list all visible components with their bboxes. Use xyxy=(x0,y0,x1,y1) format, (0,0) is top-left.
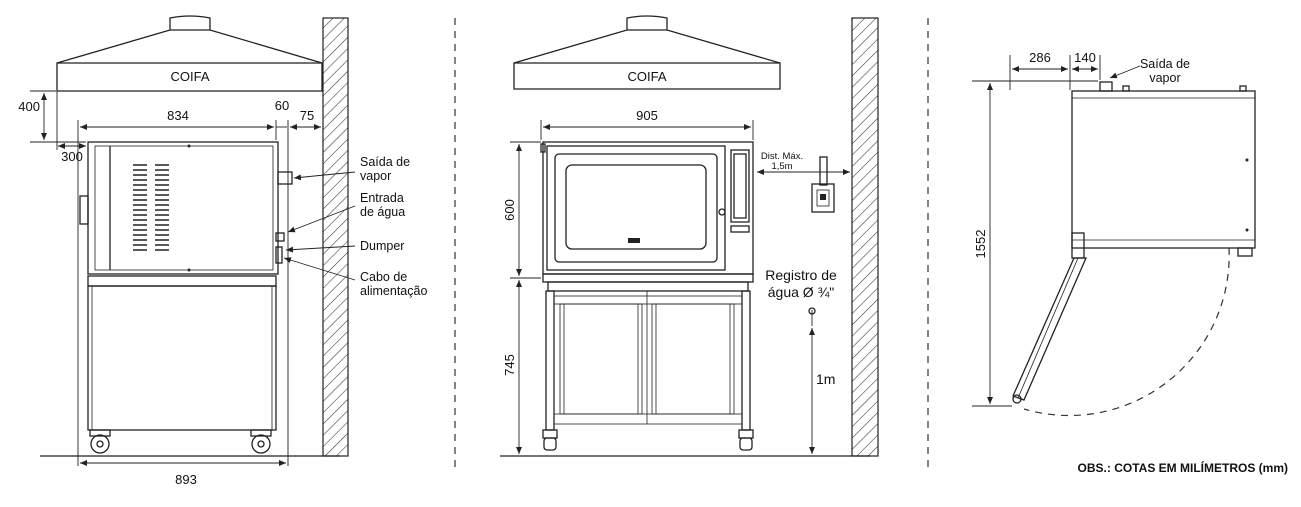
side-callouts: Saída de vapor Entrada de água Dumper Ca… xyxy=(283,155,427,298)
dim-600: 600 xyxy=(502,199,517,221)
dim-905: 905 xyxy=(636,108,658,123)
dim-140: 140 xyxy=(1074,50,1096,65)
stand-front xyxy=(542,281,754,451)
side-view: COIFA xyxy=(18,15,427,487)
casters-side xyxy=(89,429,272,454)
label-steam-exit-top-1: Saída de xyxy=(1140,57,1190,71)
hood-side: COIFA xyxy=(56,15,323,92)
label-water-valve-2: água Ø ¾" xyxy=(768,284,834,300)
units-note: OBS.: COTAS EM MILÍMETROS (mm) xyxy=(1078,460,1288,475)
label-max-dist-1: Dist. Máx. xyxy=(761,151,803,162)
label-steam-exit-top-2: vapor xyxy=(1149,71,1180,85)
hood-label-front: COIFA xyxy=(627,69,666,84)
label-water-inlet-1: Entrada xyxy=(360,191,404,205)
label-power-cable-2: alimentação xyxy=(360,284,427,298)
dim-286: 286 xyxy=(1029,50,1051,65)
side-dimensions: 400 300 834 60 75 893 xyxy=(18,90,321,487)
front-dimensions: 905 600 745 Dist. Máx. 1,5m 1m Registro … xyxy=(502,108,850,457)
label-max-dist-2: 1,5m xyxy=(771,161,792,172)
brand-badge xyxy=(628,238,640,243)
dim-75: 75 xyxy=(300,108,314,123)
dim-400: 400 xyxy=(18,99,40,114)
label-water-inlet-2: de água xyxy=(360,205,405,219)
hood-front: COIFA xyxy=(513,15,781,90)
water-valve-box xyxy=(808,156,835,326)
dim-893: 893 xyxy=(175,472,197,487)
label-power-cable-1: Cabo de xyxy=(360,270,407,284)
top-view: 286 140 1552 Saída de vapor xyxy=(972,50,1256,417)
top-dimensions: 286 140 1552 Saída de vapor xyxy=(972,50,1190,407)
dim-834: 834 xyxy=(167,108,189,123)
side-vents xyxy=(133,164,169,251)
hood-label: COIFA xyxy=(170,69,209,84)
wall-side xyxy=(322,17,349,457)
oven-front xyxy=(540,141,754,283)
label-dumper: Dumper xyxy=(360,239,404,253)
oven-side xyxy=(79,141,293,454)
dim-745: 745 xyxy=(502,354,517,376)
label-steam-exit-1: Saída de xyxy=(360,155,410,169)
oven-top xyxy=(1012,81,1256,417)
door-swing-arc xyxy=(1023,247,1230,417)
dim-1552: 1552 xyxy=(973,230,988,259)
front-view: COIFA xyxy=(500,15,879,457)
label-steam-exit-2: vapor xyxy=(360,169,391,183)
wall-front xyxy=(851,17,879,457)
dim-1m: 1m xyxy=(816,371,835,387)
label-water-valve-1: Registro de xyxy=(765,267,837,283)
dim-300: 300 xyxy=(61,149,83,164)
dim-60: 60 xyxy=(275,98,289,113)
